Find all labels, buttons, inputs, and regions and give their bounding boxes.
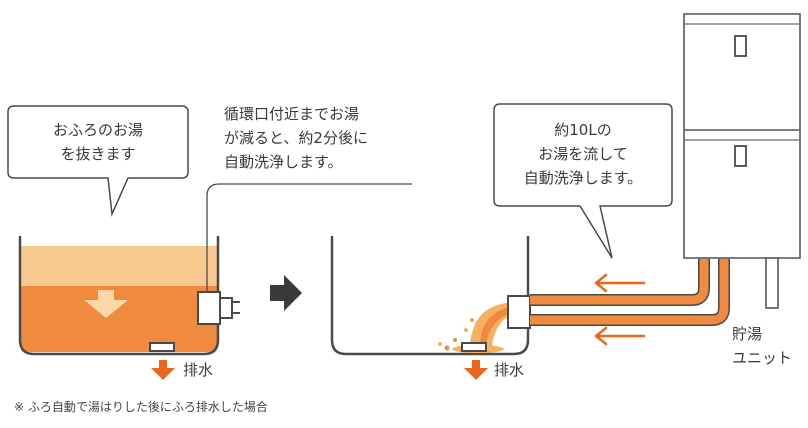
- unit-leg: [765, 257, 779, 309]
- inlet-callout-line: [206, 183, 412, 292]
- drain-label-2: 排水: [494, 361, 525, 379]
- water-upper-layer: [20, 246, 218, 286]
- inlet-fitting-2: [507, 295, 531, 329]
- bubble-flush-line1: 約10Lの: [554, 121, 612, 139]
- footnote: ※ ふろ自動で湯はりした後にふろ排水した場合: [14, 400, 268, 414]
- bubble-flush-line2: お湯を流して: [538, 145, 628, 163]
- bathtub-outline-2: [330, 236, 530, 356]
- bubble-drain: [7, 105, 189, 217]
- drain-arrow-icon-2: [464, 360, 488, 380]
- bubble-flush: [493, 103, 673, 259]
- storage-unit-line1: 貯湯: [732, 325, 763, 343]
- storage-unit-line2: ユニット: [732, 349, 793, 367]
- bubble-drain-line2: を抜きます: [60, 145, 136, 163]
- next-step-arrow-icon: [270, 275, 302, 311]
- drain-label-1: 排水: [183, 361, 214, 379]
- drain-plug: [149, 342, 175, 352]
- inlet-note-line1: 循環口付近までお湯: [224, 105, 360, 123]
- inlet-fitting-body: [219, 297, 233, 319]
- bathtub-outline: [18, 236, 220, 356]
- bathtub-full: [18, 236, 240, 380]
- bubble-flush-text: 約10Lの お湯を流して 自動洗浄します。: [500, 118, 666, 190]
- pipes: [530, 258, 730, 326]
- inlet-note-text: 循環口付近までお湯 が減ると、約2分後に 自動洗浄します。: [224, 102, 368, 174]
- flow-arrow-icons: [594, 273, 646, 346]
- water-drop-arrow-icon: [84, 290, 128, 318]
- unit-handle-bottom: [734, 145, 747, 167]
- drain-plug-2: [461, 342, 487, 352]
- inlet-note-line2: が減ると、約2分後に: [224, 129, 368, 147]
- inlet-note-line3: 自動洗浄します。: [224, 153, 343, 171]
- storage-unit-label: 貯湯 ユニット: [732, 322, 792, 370]
- inlet-fitting: [197, 291, 221, 325]
- drain-arrow-icon: [151, 360, 175, 380]
- water-lower-layer: [20, 286, 218, 352]
- storage-unit: [683, 13, 801, 309]
- bubble-drain-text: おふろのお湯 を抜きます: [14, 118, 182, 166]
- unit-handle-top: [734, 35, 747, 57]
- bathtub-drained: [330, 236, 531, 380]
- bubble-drain-line1: おふろのお湯: [52, 121, 143, 139]
- bubble-flush-line3: 自動洗浄します。: [523, 169, 643, 187]
